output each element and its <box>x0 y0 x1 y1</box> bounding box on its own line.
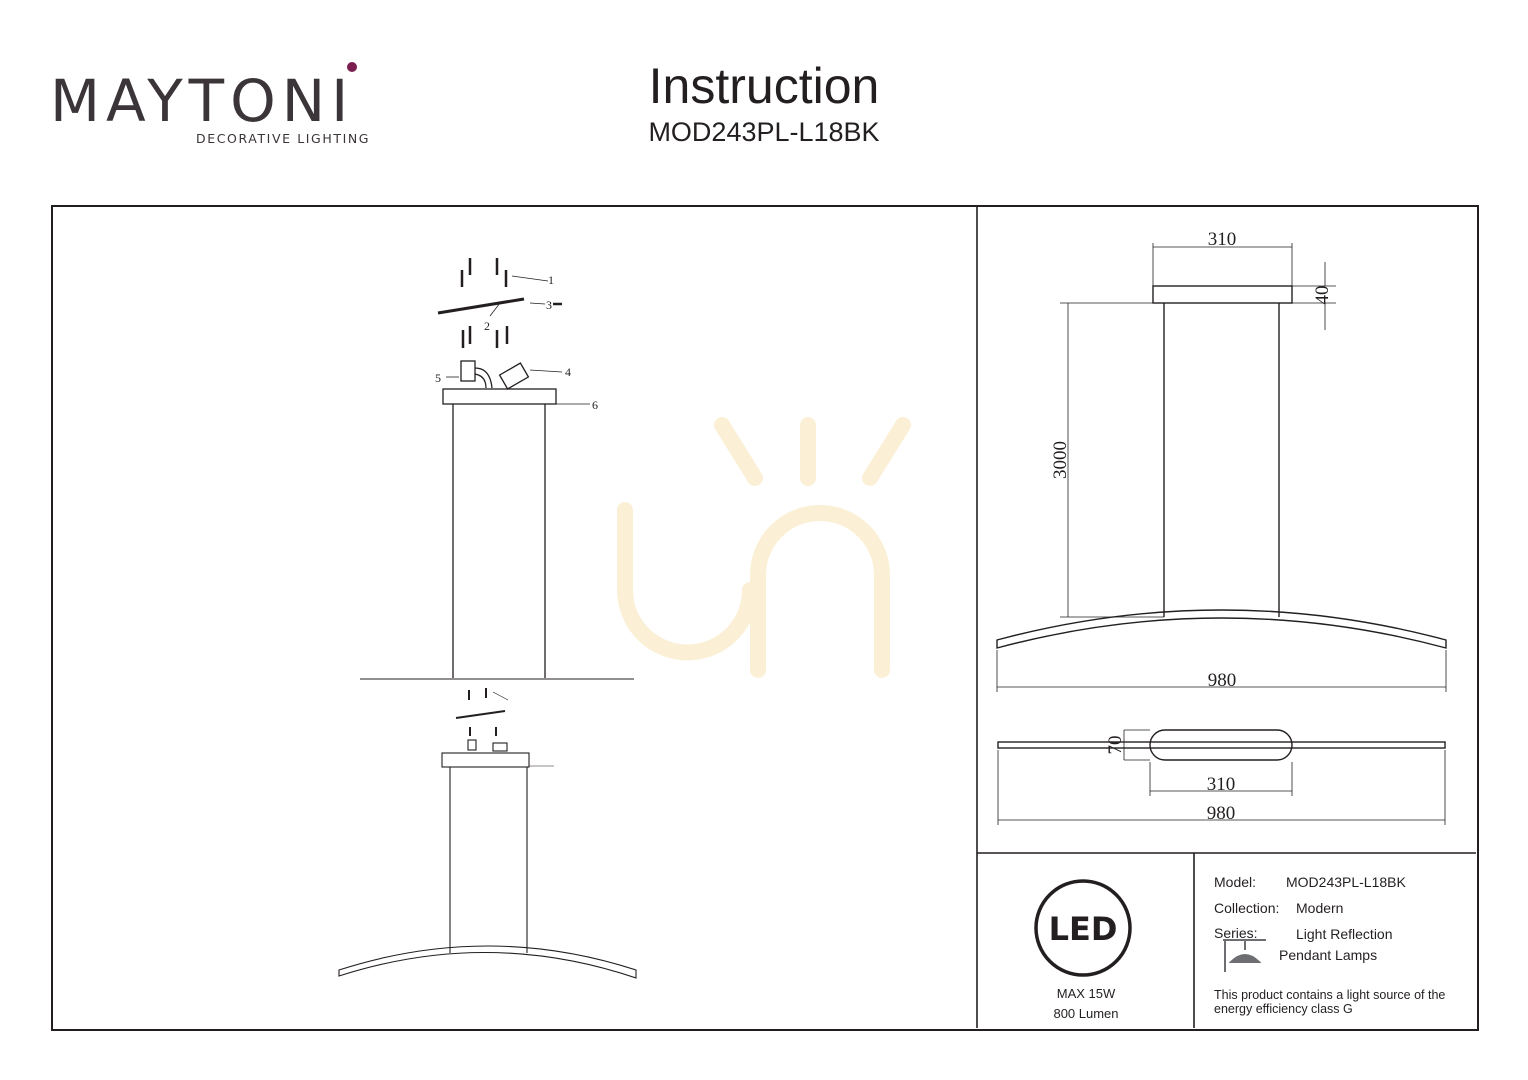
top-canopy <box>1149 729 1293 761</box>
callout-3: 3 <box>546 298 552 312</box>
top-view <box>997 729 1446 825</box>
dim-lamp-width: 980 <box>1208 670 1237 691</box>
terminal-block <box>460 360 476 382</box>
brand-name: MAYTONI <box>50 67 355 135</box>
spec-model-value: MOD243PL-L18BK <box>1286 874 1407 890</box>
drawing-frame <box>51 205 1479 1031</box>
page-title: Instruction <box>648 58 880 114</box>
screws-2 <box>461 326 509 348</box>
dim-top-canopy: 310 <box>1207 774 1236 795</box>
spec-model-label: Model: <box>1214 874 1256 890</box>
brand-logo: MAYTONI <box>50 70 354 132</box>
callout-2: 2 <box>484 319 490 333</box>
spec-collection-value: Modern <box>1296 900 1343 916</box>
spec-series-value: Light Reflection <box>1296 926 1393 942</box>
logo-dot <box>347 62 357 72</box>
callout-5: 5 <box>435 371 441 385</box>
spec-table: Model: MOD243PL-L18BK Collection: Modern… <box>1214 874 1407 963</box>
callout-1: 1 <box>548 273 554 287</box>
watermark-logo <box>617 417 911 678</box>
canopy <box>442 388 557 405</box>
dim-top-width: 980 <box>1207 803 1236 824</box>
led-lumen: 800 Lumen <box>1053 1006 1119 1021</box>
dim-canopy-height: 40 <box>1312 286 1333 305</box>
callout-4: 4 <box>565 365 571 379</box>
front-view-dimension-labels: 310 40 3000 980 <box>1050 229 1333 691</box>
spec-series-label: Series: <box>1214 925 1258 941</box>
mounting-bracket <box>437 297 525 315</box>
page-subtitle-model: MOD243PL-L18BK <box>648 117 880 147</box>
spec-collection-label: Collection: <box>1214 900 1279 916</box>
led-power: MAX 15W <box>1056 986 1116 1001</box>
assembly-exploded-large <box>360 258 634 680</box>
pendant-lamp-icon <box>1223 939 1266 972</box>
brand-tagline: DECORATIVE LIGHTING <box>196 131 371 146</box>
spec-type-value: Pendant Lamps <box>1279 947 1377 963</box>
dim-drop-height: 3000 <box>1050 441 1071 479</box>
assembly-callout-labels: 1 2 3 4 5 6 <box>435 273 598 412</box>
led-badge: LED <box>1034 879 1132 977</box>
driver <box>498 362 530 390</box>
top-view-dimension-labels: 70 310 980 <box>1105 736 1235 825</box>
screws-1 <box>460 258 508 287</box>
top-lamp-body <box>997 741 1446 749</box>
dim-canopy-width: 310 <box>1208 229 1237 250</box>
front-lamp-body <box>996 609 1447 649</box>
front-view <box>996 243 1447 692</box>
energy-class-note: This product contains a light source of … <box>1214 988 1446 1016</box>
led-badge-label: LED <box>1049 910 1118 948</box>
dim-top-depth: 70 <box>1105 736 1126 755</box>
assembly-exploded-small <box>338 688 637 979</box>
wires <box>474 367 493 389</box>
callout-6: 6 <box>592 398 598 412</box>
front-canopy <box>1152 285 1293 304</box>
led-badge-circle <box>1034 879 1132 977</box>
